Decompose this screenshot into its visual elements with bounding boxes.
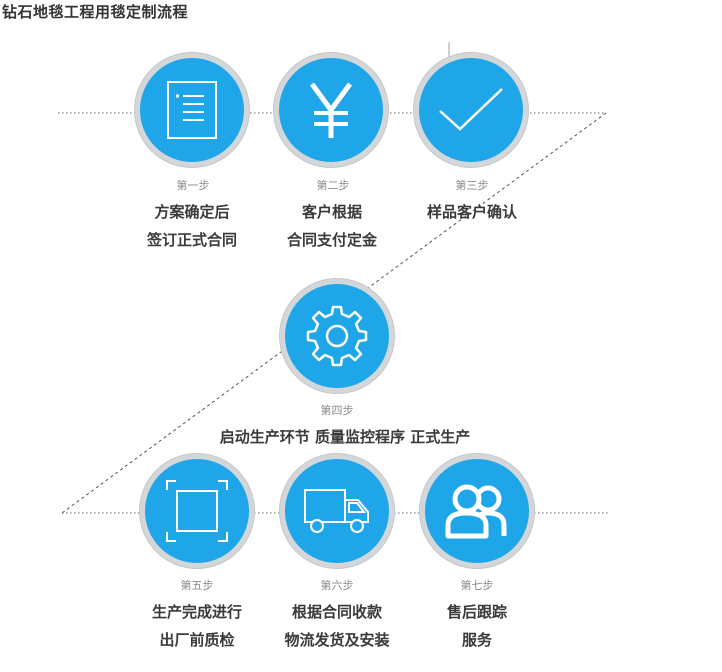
step-4-description: 启动生产环节 质量监控程序 正式生产 — [219, 428, 471, 446]
step-2-description: 客户根据合同支付定金 — [286, 203, 377, 249]
step-7-circle — [420, 454, 534, 568]
page-title: 钻石地毯工程用毯定制流程 — [2, 3, 189, 21]
step-7-number: 第七步 — [460, 579, 494, 592]
step-4-circle — [280, 279, 394, 393]
step-3-description: 样品客户确认 — [426, 203, 517, 221]
step-4-number: 第四步 — [320, 404, 354, 417]
step-7-description: 售后跟踪服务 — [446, 603, 507, 649]
document-icon — [167, 81, 217, 139]
step-6-description: 根据合同收款物流发货及安装 — [284, 603, 390, 649]
step-5-description: 生产完成进行出厂前质检 — [151, 603, 242, 649]
step-3-circle — [414, 53, 528, 167]
step-5-circle — [140, 454, 254, 568]
users-icon — [445, 484, 507, 539]
step-1-circle — [135, 53, 249, 167]
inspection-frame-icon — [166, 480, 228, 542]
checkmark-icon — [439, 88, 503, 131]
step-1-number: 第一步 — [176, 179, 210, 192]
delivery-truck-icon — [304, 489, 369, 533]
step-5-number: 第五步 — [180, 579, 214, 592]
step-1-description: 方案确定后签订正式合同 — [146, 203, 237, 249]
step-3-number: 第三步 — [455, 179, 489, 192]
yen-icon — [309, 82, 353, 138]
step-2-circle — [274, 53, 388, 167]
step-6-number: 第六步 — [320, 579, 354, 592]
gear-icon — [306, 305, 368, 367]
step-6-circle — [280, 454, 394, 568]
step-2-number: 第二步 — [316, 179, 350, 192]
